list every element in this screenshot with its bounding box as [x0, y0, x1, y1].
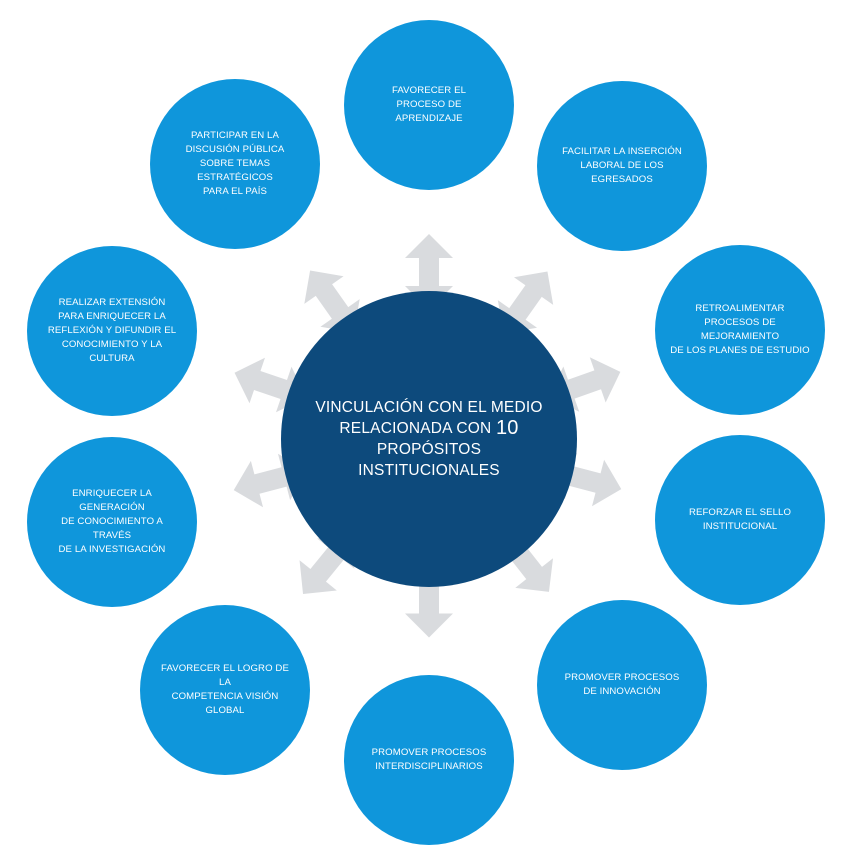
node-text-line: PROCESO DE: [396, 99, 462, 110]
node-text-line: RETROALIMENTAR: [695, 303, 785, 314]
node-text-line: PARA ENRIQUECER LA: [58, 311, 166, 322]
node-text-line: FAVORECER EL LOGRO DE LA: [161, 663, 289, 688]
purpose-circle-retroalimentar: RETROALIMENTAR PROCESOS DE MEJORAMIENTO …: [655, 245, 825, 415]
center-title-line-1: VINCULACIÓN CON EL MEDIO: [315, 399, 543, 416]
center-title-line-2-text: RELACIONADA CON: [339, 420, 492, 437]
node-text-line: ENRIQUECER LA GENERACIÓN: [72, 488, 152, 513]
node-text-line: PARTICIPAR EN LA: [191, 130, 279, 141]
node-text-line: PROMOVER PROCESOS: [371, 747, 487, 758]
purpose-circle-vision-global: FAVORECER EL LOGRO DE LA COMPETENCIA VIS…: [140, 605, 310, 775]
purpose-circle-sello-institucional: REFORZAR EL SELLO INSTITUCIONAL: [655, 435, 825, 605]
purpose-circle-interdisciplinarios: PROMOVER PROCESOS INTERDISCIPLINARIOS: [344, 675, 514, 845]
node-text-line: APRENDIZAJE: [395, 113, 463, 124]
center-title-line-2: RELACIONADA CON 10: [339, 418, 518, 439]
node-text-line: DISCUSIÓN PÚBLICA: [185, 144, 285, 155]
node-text-line: FAVORECER EL: [391, 85, 467, 96]
node-text-line: DE LA INVESTIGACIÓN: [58, 544, 166, 555]
node-text-line: REFLEXIÓN Y DIFUNDIR EL: [47, 325, 177, 336]
node-text-line: DE LOS PLANES DE ESTUDIO: [670, 345, 810, 356]
node-text-line: PROMOVER PROCESOS: [564, 672, 680, 683]
node-text-line: REALIZAR EXTENSIÓN: [58, 297, 166, 308]
node-text-line: DE INNOVACIÓN: [583, 686, 661, 697]
node-text-line: CONOCIMIENTO Y LA CULTURA: [61, 339, 163, 364]
node-text-line: PROCESOS DE MEJORAMIENTO: [700, 317, 780, 342]
node-text-line: INSTITUCIONAL: [702, 521, 778, 532]
node-text-line: DE CONOCIMIENTO A TRAVÉS: [61, 516, 163, 541]
node-text-line: SOBRE TEMAS ESTRATÉGICOS: [197, 158, 273, 183]
node-text-line: REFORZAR EL SELLO: [688, 507, 792, 518]
node-text-line: INTERDISCIPLINARIOS: [375, 761, 483, 772]
purpose-circle-discusion-publica: PARTICIPAR EN LA DISCUSIÓN PÚBLICA SOBRE…: [150, 79, 320, 249]
center-title-line-3: PROPÓSITOS INSTITUCIONALES: [358, 441, 500, 479]
purpose-circle-extension: REALIZAR EXTENSIÓN PARA ENRIQUECER LA RE…: [27, 246, 197, 416]
purpose-circle-favorecer-aprendizaje: FAVORECER EL PROCESO DE APRENDIZAJE: [344, 20, 514, 190]
node-text-line: FACILITAR LA INSERCIÓN: [562, 146, 682, 157]
purpose-circle-investigacion: ENRIQUECER LA GENERACIÓN DE CONOCIMIENTO…: [27, 437, 197, 607]
node-text-line: PARA EL PAÍS: [203, 186, 267, 197]
node-text-line: COMPETENCIA VISIÓN GLOBAL: [171, 691, 279, 716]
center-title-number: 10: [495, 417, 519, 439]
purpose-circle-innovacion: PROMOVER PROCESOS DE INNOVACIÓN: [537, 600, 707, 770]
node-text-line: LABORAL DE LOS EGRESADOS: [580, 160, 664, 185]
central-circle: VINCULACIÓN CON EL MEDIO RELACIONADA CON…: [281, 291, 577, 587]
purpose-circle-insercion-laboral: FACILITAR LA INSERCIÓN LABORAL DE LOS EG…: [537, 81, 707, 251]
